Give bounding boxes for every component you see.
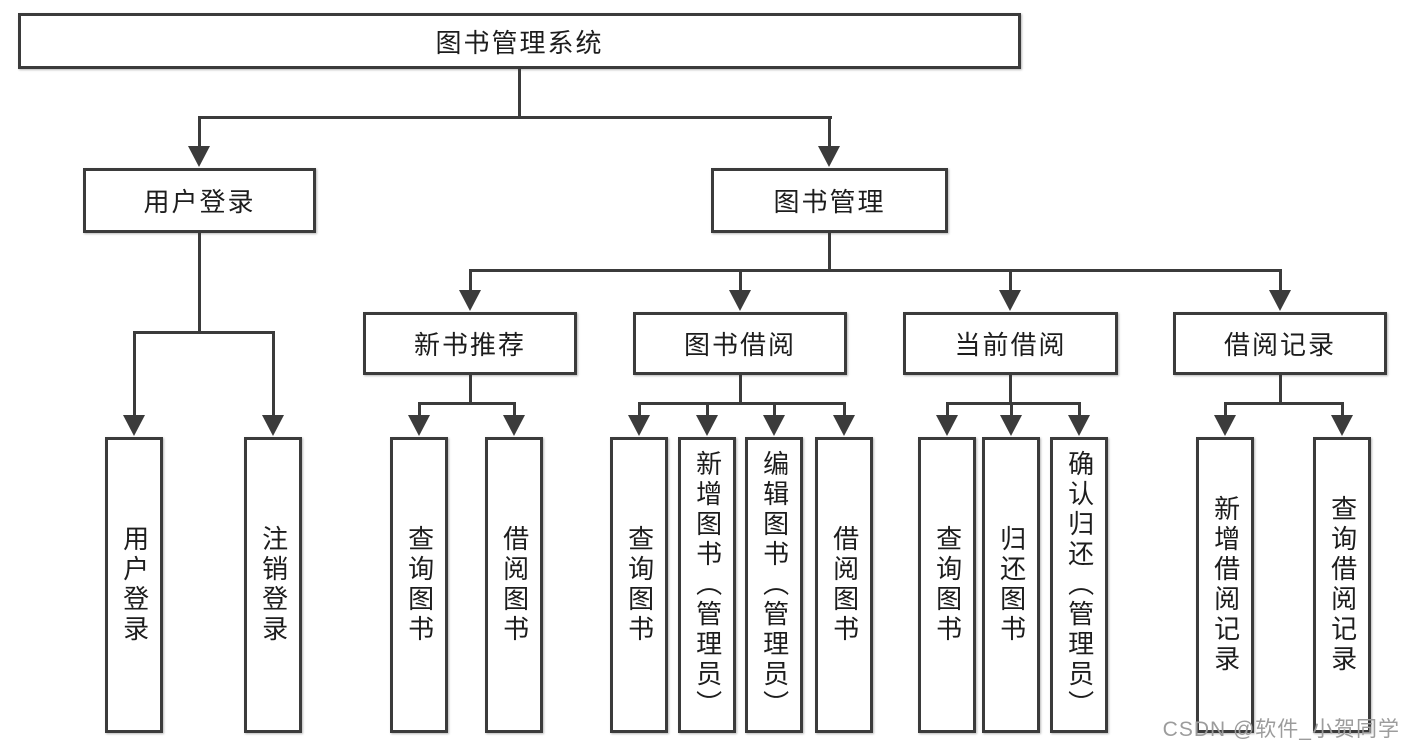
connector-line: [739, 269, 742, 292]
leaf-add-books-admin: 新增图书（管理员）: [678, 437, 736, 733]
arrowhead-icon: [729, 290, 751, 311]
arrowhead-icon: [1068, 415, 1090, 436]
csdn-watermark: CSDN @软件_小贺同学: [1162, 718, 1400, 741]
arrowhead-icon: [188, 146, 210, 167]
connector-line: [1078, 402, 1081, 417]
leaf-return-books-label: 归还图书: [996, 525, 1027, 645]
connector-line: [638, 402, 641, 417]
leaf-logout: 注销登录: [244, 437, 302, 733]
arrowhead-icon: [936, 415, 958, 436]
connector-line: [946, 402, 949, 417]
leaf-current-query-books: 查询图书: [918, 437, 976, 733]
connector-line: [418, 402, 515, 405]
connector-line: [739, 373, 742, 405]
node-current-borrowing: 当前借阅: [903, 312, 1118, 375]
leaf-recommend-borrow-books-label: 借阅图书: [499, 525, 530, 645]
leaf-query-borrow-record: 查询借阅记录: [1313, 437, 1371, 733]
connector-line: [1224, 402, 1343, 405]
arrowhead-icon: [628, 415, 650, 436]
arrowhead-icon: [999, 290, 1021, 311]
connector-line: [418, 402, 421, 417]
connector-line: [518, 67, 521, 119]
leaf-borrow-books-label: 借阅图书: [829, 525, 860, 645]
arrowhead-icon: [503, 415, 525, 436]
leaf-recommend-query-books: 查询图书: [390, 437, 448, 733]
arrowhead-icon: [1214, 415, 1236, 436]
connector-line: [469, 373, 472, 405]
connector-line: [133, 331, 136, 416]
leaf-borrow-books: 借阅图书: [815, 437, 873, 733]
connector-line: [828, 231, 831, 272]
connector-line: [843, 402, 846, 417]
node-root: 图书管理系统: [18, 13, 1021, 69]
arrowhead-icon: [696, 415, 718, 436]
arrowhead-icon: [818, 146, 840, 167]
leaf-add-borrow-record: 新增借阅记录: [1196, 437, 1254, 733]
leaf-add-borrow-record-label: 新增借阅记录: [1210, 495, 1241, 675]
arrowhead-icon: [408, 415, 430, 436]
connector-line: [1279, 373, 1282, 405]
node-borrowing-records-label: 借阅记录: [1223, 330, 1336, 360]
leaf-edit-books-admin: 编辑图书（管理员）: [745, 437, 803, 733]
connector-line: [1224, 402, 1227, 417]
arrowhead-icon: [123, 415, 145, 436]
connector-line: [272, 331, 275, 416]
connector-line: [469, 269, 1281, 272]
leaf-recommend-query-books-label: 查询图书: [404, 525, 435, 645]
connector-line: [638, 402, 845, 405]
leaf-logout-label: 注销登录: [258, 525, 289, 645]
node-root-label: 图书管理系统: [435, 27, 604, 58]
leaf-confirm-return-admin: 确认归还（管理员）: [1050, 437, 1108, 733]
leaf-borrow-query-books: 查询图书: [610, 437, 668, 733]
node-user-login: 用户登录: [83, 168, 316, 233]
arrowhead-icon: [833, 415, 855, 436]
leaf-query-borrow-record-label: 查询借阅记录: [1327, 495, 1358, 675]
connector-line: [133, 331, 275, 334]
leaf-recommend-borrow-books: 借阅图书: [485, 437, 543, 733]
arrowhead-icon: [1000, 415, 1022, 436]
node-borrowing-records: 借阅记录: [1173, 312, 1387, 375]
leaf-user-login-label: 用户登录: [119, 525, 150, 645]
connector-line: [1341, 402, 1344, 417]
arrowhead-icon: [459, 290, 481, 311]
node-user-login-label: 用户登录: [143, 187, 256, 217]
connector-line: [469, 269, 472, 292]
node-book-borrowing: 图书借阅: [633, 312, 847, 375]
connector-line: [198, 116, 201, 148]
arrowhead-icon: [1331, 415, 1353, 436]
connector-line: [946, 402, 1080, 405]
connector-line: [773, 402, 776, 417]
arrowhead-icon: [1269, 290, 1291, 311]
connector-line: [198, 231, 201, 334]
connector-line: [1009, 269, 1012, 292]
leaf-confirm-return-admin-label: 确认归还（管理员）: [1064, 450, 1095, 720]
leaf-edit-books-admin-label: 编辑图书（管理员）: [759, 450, 790, 720]
connector-line: [828, 116, 831, 148]
connector-line: [513, 402, 516, 417]
leaf-user-login: 用户登录: [105, 437, 163, 733]
arrowhead-icon: [763, 415, 785, 436]
node-new-book-recommendation: 新书推荐: [363, 312, 577, 375]
node-book-borrowing-label: 图书借阅: [683, 330, 796, 360]
node-current-borrowing-label: 当前借阅: [954, 330, 1067, 360]
leaf-current-query-books-label: 查询图书: [932, 525, 963, 645]
node-book-management: 图书管理: [711, 168, 948, 233]
connector-line: [1279, 269, 1282, 292]
connector-line: [1010, 402, 1013, 417]
leaf-add-books-admin-label: 新增图书（管理员）: [692, 450, 723, 720]
connector-line: [1009, 373, 1012, 405]
node-book-management-label: 图书管理: [773, 187, 886, 217]
connector-line: [706, 402, 709, 417]
arrowhead-icon: [262, 415, 284, 436]
node-new-book-recommendation-label: 新书推荐: [413, 330, 526, 360]
leaf-borrow-query-books-label: 查询图书: [624, 525, 655, 645]
connector-line: [198, 116, 832, 119]
leaf-return-books: 归还图书: [982, 437, 1040, 733]
